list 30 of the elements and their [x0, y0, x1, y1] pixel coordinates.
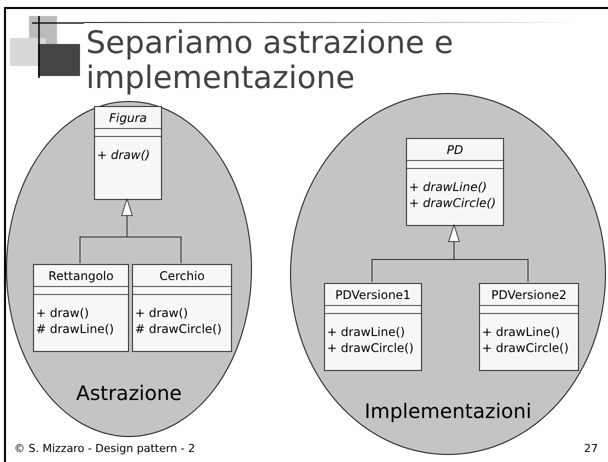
- package-label: Implementazioni: [363, 398, 533, 425]
- method-text: + drawLine(): [327, 324, 406, 340]
- class-name: Figura: [109, 110, 147, 126]
- page-number: 27: [584, 441, 598, 457]
- method-text: # drawLine(): [36, 321, 115, 337]
- slide-title: Separiamo astrazione e implementazione: [86, 26, 454, 96]
- class-name: PDVersione1: [335, 286, 411, 302]
- method-text: + drawCircle(): [409, 195, 497, 211]
- class-box: [324, 283, 422, 371]
- inheritance-arrow: [121, 198, 182, 264]
- class-box: [406, 138, 504, 226]
- class-name: PDVersione2: [491, 286, 567, 302]
- method-text: + drawLine(): [482, 324, 561, 340]
- class-box: [33, 264, 129, 352]
- method-text: + draw(): [135, 305, 189, 321]
- footer-text: © S. Mizzaro - Design pattern - 2: [14, 441, 196, 457]
- class-name: PD: [446, 142, 464, 158]
- method-text: + drawLine(): [409, 179, 488, 195]
- class-name: Cerchio: [159, 268, 205, 284]
- inheritance-arrow: [448, 224, 528, 282]
- method-text: + draw(): [97, 147, 151, 163]
- class-box: [94, 106, 162, 200]
- method-text: + drawCircle(): [482, 340, 570, 356]
- method-text: + drawCircle(): [327, 340, 415, 356]
- method-text: # drawCircle(): [135, 321, 223, 337]
- method-text: + draw(): [36, 305, 90, 321]
- package-label: Astrazione: [75, 380, 183, 407]
- class-box: [132, 264, 232, 352]
- class-box: [479, 283, 579, 371]
- class-name: Rettangolo: [48, 268, 114, 284]
